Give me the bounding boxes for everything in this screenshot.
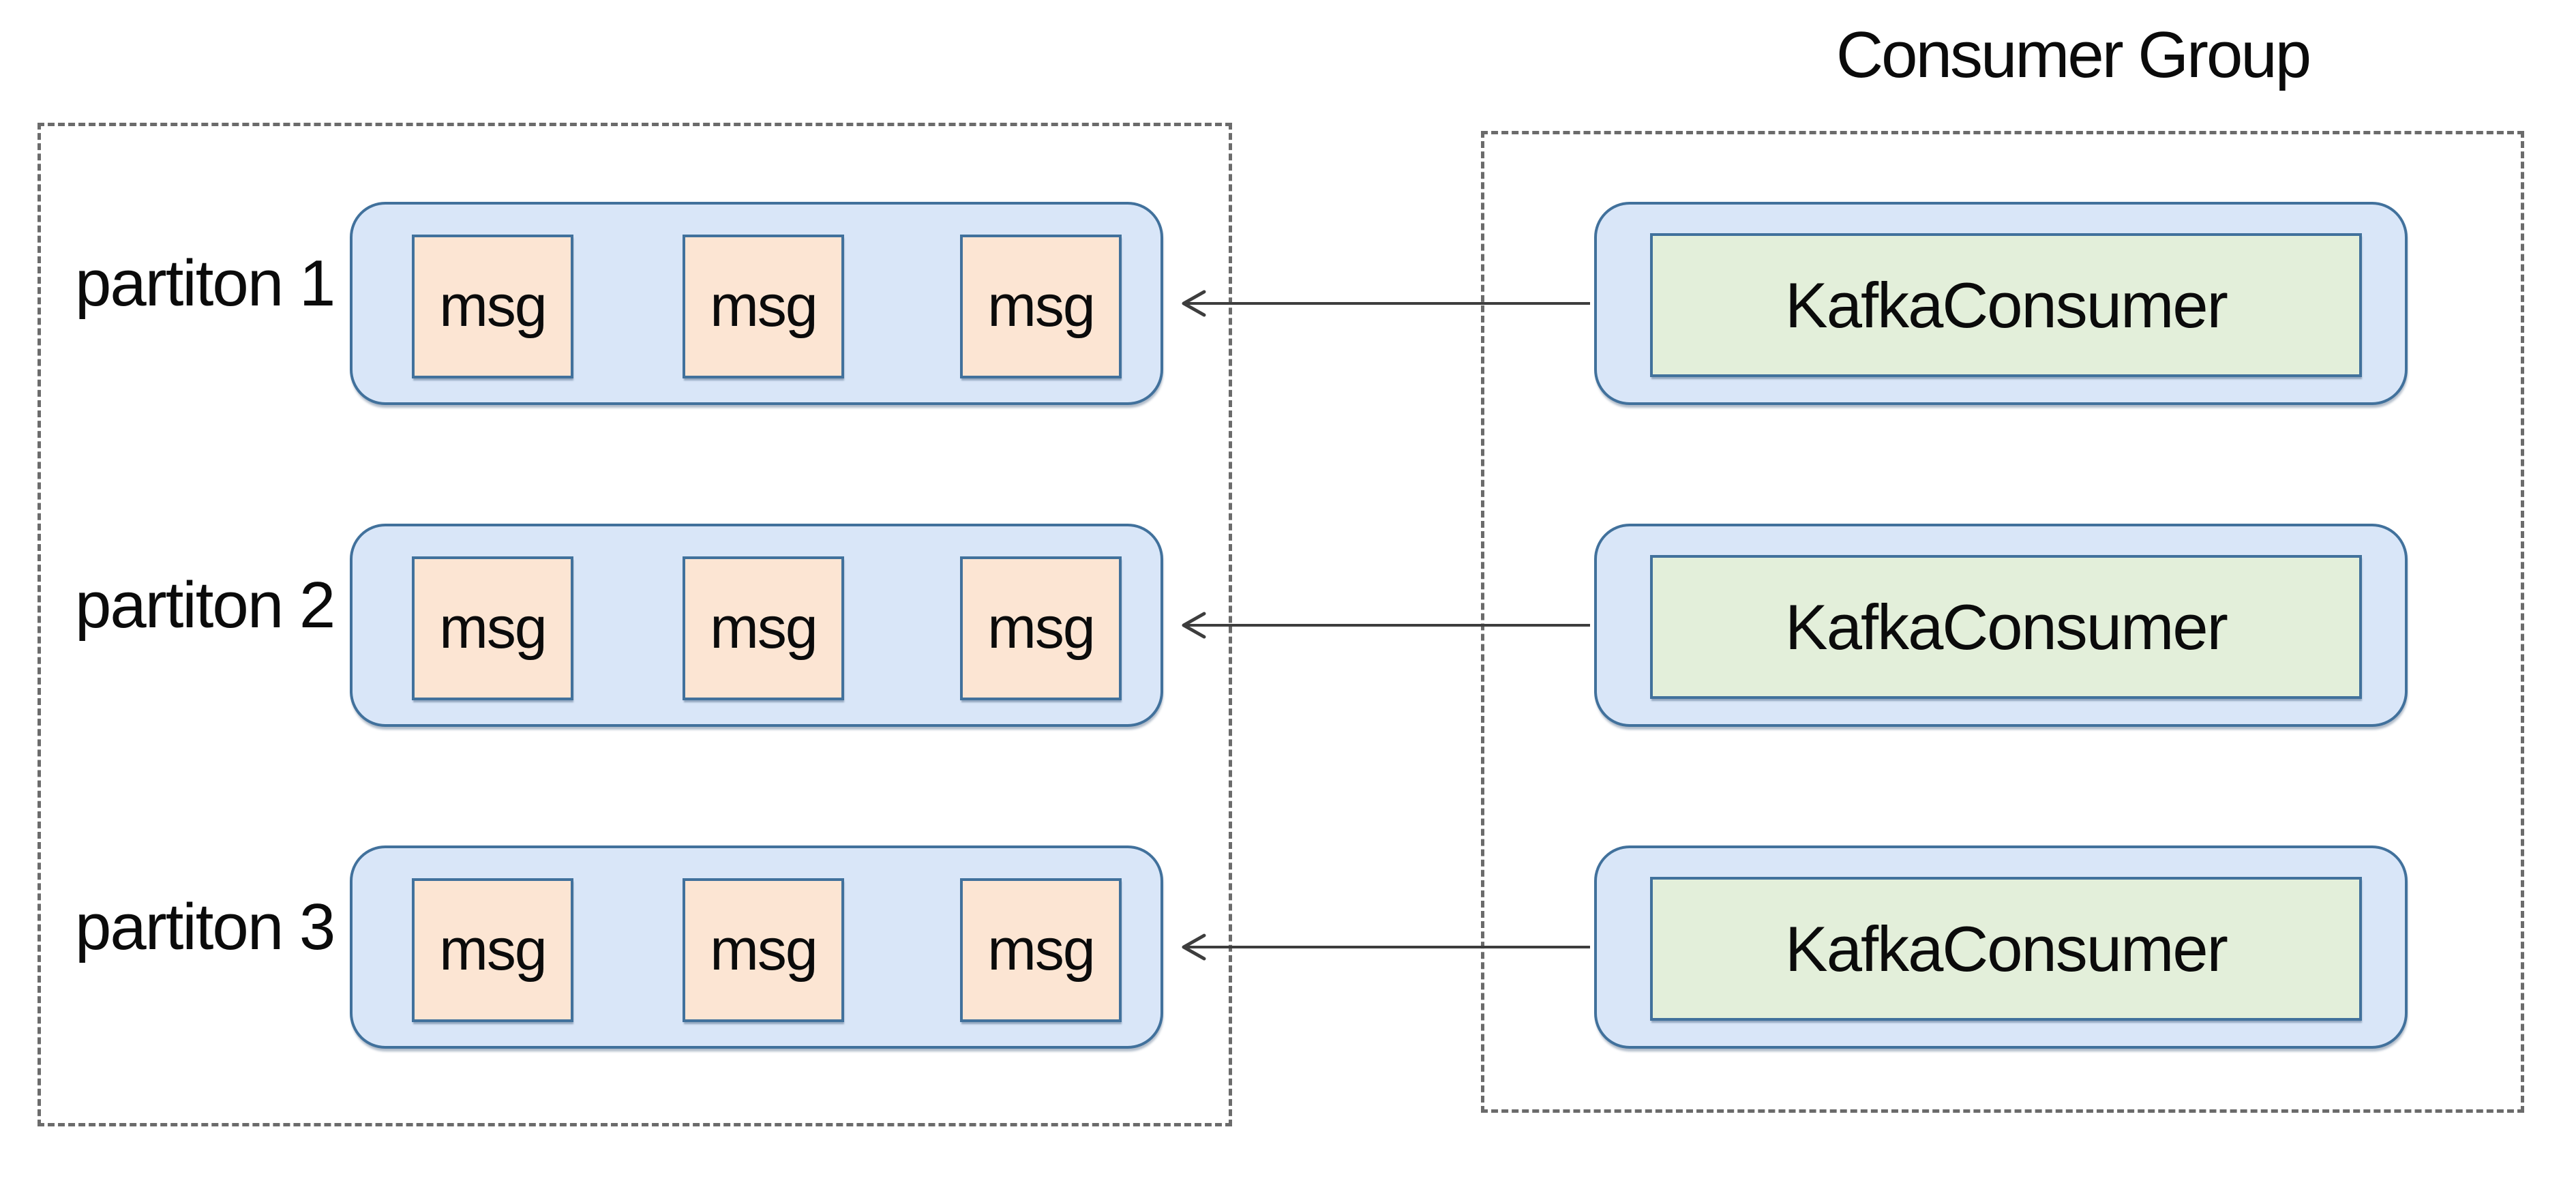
consumer-box-1: KafkaConsumer bbox=[1594, 202, 2408, 405]
consumer-box-2: KafkaConsumer bbox=[1594, 524, 2408, 727]
arrow-consumer2-to-partition2-icon bbox=[1182, 612, 1590, 639]
message-box: msg bbox=[960, 235, 1122, 378]
partition-label-1: partiton 1 bbox=[75, 247, 335, 320]
kafka-consumer-3: KafkaConsumer bbox=[1650, 877, 2362, 1021]
partition-box-2: msg msg msg bbox=[350, 524, 1163, 727]
partition-box-3: msg msg msg bbox=[350, 845, 1163, 1049]
message-box: msg bbox=[960, 556, 1122, 700]
diagram-row-3: partiton 3 msg msg msg KafkaConsumer bbox=[0, 845, 2576, 1049]
partition-label-3: partiton 3 bbox=[75, 890, 335, 963]
consumer-box-3: KafkaConsumer bbox=[1594, 845, 2408, 1049]
message-box: msg bbox=[412, 878, 573, 1022]
partition-label-2: partiton 2 bbox=[75, 569, 335, 642]
partition-box-1: msg msg msg bbox=[350, 202, 1163, 405]
message-box: msg bbox=[412, 556, 573, 700]
kafka-consumer-1: KafkaConsumer bbox=[1650, 233, 2362, 377]
arrow-consumer3-to-partition3-icon bbox=[1182, 933, 1590, 961]
diagram-row-2: partiton 2 msg msg msg KafkaConsumer bbox=[0, 524, 2576, 727]
message-box: msg bbox=[683, 878, 844, 1022]
message-box: msg bbox=[960, 878, 1122, 1022]
kafka-consumer-2: KafkaConsumer bbox=[1650, 555, 2362, 699]
consumer-group-title: Consumer Group bbox=[1836, 18, 2311, 91]
arrow-consumer1-to-partition1-icon bbox=[1182, 290, 1590, 317]
diagram-row-1: partiton 1 msg msg msg KafkaConsumer bbox=[0, 202, 2576, 405]
message-box: msg bbox=[412, 235, 573, 378]
consumer-group-container bbox=[1481, 131, 2524, 1113]
message-box: msg bbox=[683, 556, 844, 700]
message-box: msg bbox=[683, 235, 844, 378]
